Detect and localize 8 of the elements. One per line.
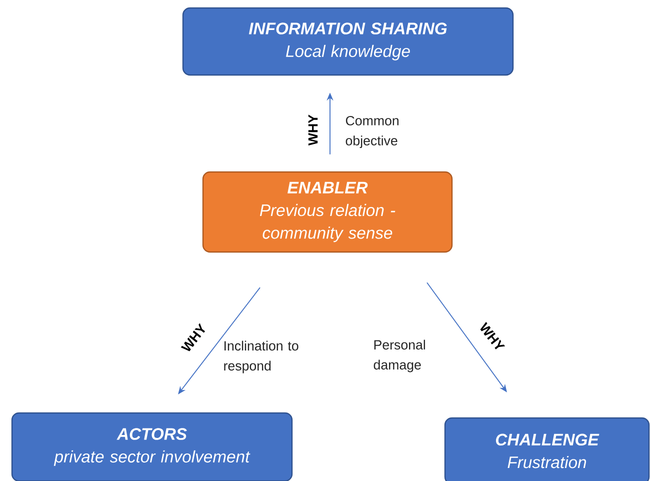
edge-label: Common objective — [346, 116, 398, 148]
category-box: CHALLENGE Frustration — [444, 417, 650, 481]
why-label: WHY — [308, 114, 318, 146]
enabler-box: ENABLER Previous relation - community sense — [202, 171, 453, 253]
edge-label: Inclination to respond — [224, 340, 298, 374]
edge-label: Personal damage — [374, 340, 425, 372]
category-box: INFORMATION SHARING Local knowledge — [182, 7, 514, 76]
category-box: ACTORS private sector involvement — [11, 412, 293, 481]
